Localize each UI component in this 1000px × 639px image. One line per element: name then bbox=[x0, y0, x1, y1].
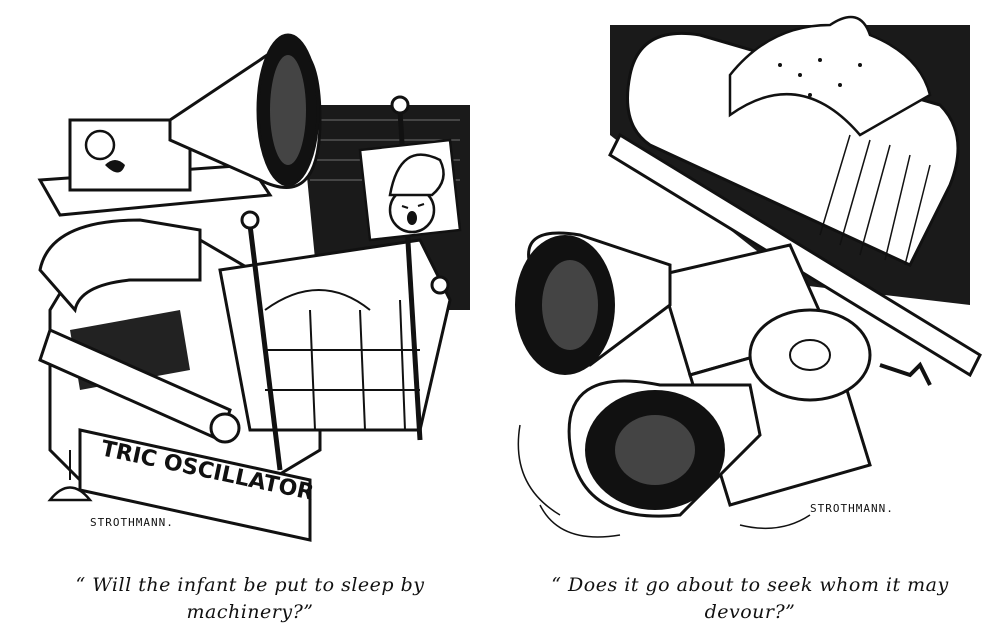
right-illustration-panel: STROTHMANN. “ Does it go about to seek w… bbox=[500, 0, 1000, 639]
devouring-machine-illustration bbox=[515, 15, 982, 538]
bed-mattress bbox=[218, 238, 452, 432]
artist-signature-right: STROTHMANN. bbox=[810, 502, 894, 515]
cloth-drape bbox=[728, 15, 932, 137]
nightcap bbox=[388, 153, 445, 197]
crank-handle bbox=[879, 361, 932, 386]
caption-right: “ Does it go about to seek whom it may d… bbox=[551, 574, 949, 623]
infant-phonograph-illustration: TRIC OSCILLATOR bbox=[37, 33, 470, 542]
left-illustration-panel: TRIC OSCILLATOR STROTHMANN. “ Will the i… bbox=[37, 33, 470, 623]
lamp-foot bbox=[47, 486, 93, 502]
artist-signature-left: STROTHMANN. bbox=[90, 516, 174, 529]
bedpost-left bbox=[247, 224, 283, 471]
caption-left: “ Will the infant be put to sleep by mac… bbox=[75, 574, 425, 623]
